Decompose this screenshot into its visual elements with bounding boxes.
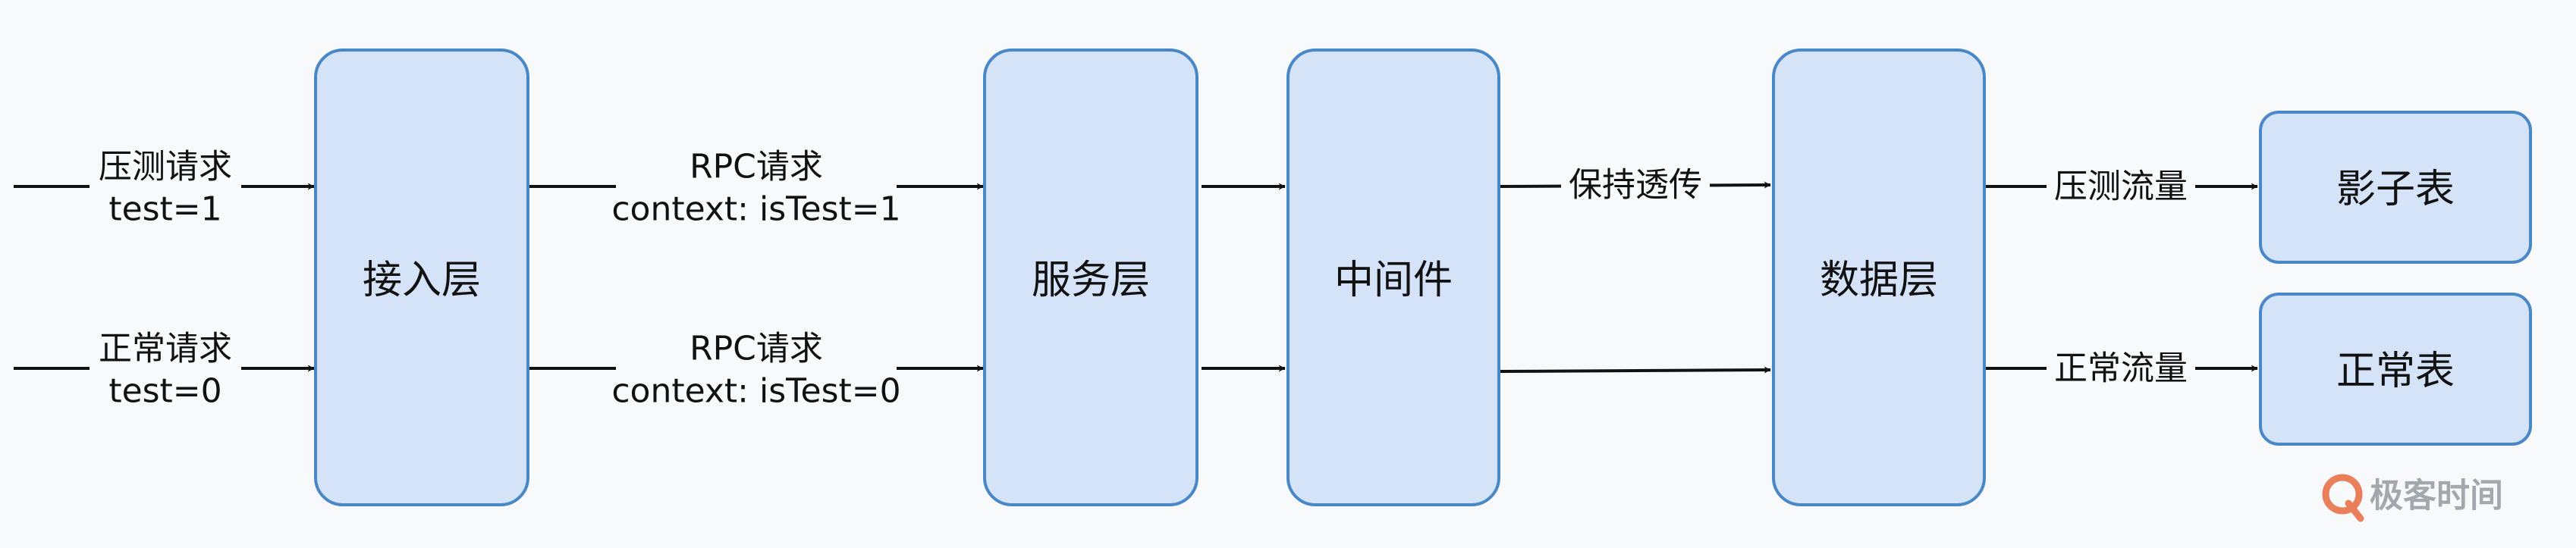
rpc-stress-label: RPC请求 (690, 148, 823, 186)
stress-request-param: test=1 (108, 190, 221, 229)
shadow-table-label: 影子表 (2336, 167, 2455, 212)
rpc-normal-label: RPC请求 (690, 330, 823, 368)
rpc-normal-context: context: isTest=0 (611, 372, 900, 411)
normal-table-label: 正常表 (2336, 349, 2455, 394)
node-normal-table: 正常表 (2259, 293, 2532, 446)
node-shadow-table: 影子表 (2259, 111, 2532, 264)
node-service-layer: 服务层 (983, 49, 1198, 506)
stress-request-label: 压测请求 (99, 148, 232, 186)
edge-keep-passthrough: 保持透传 (1500, 164, 1771, 206)
edge-stress-traffic: 压测流量 (1986, 165, 2258, 208)
keep-passthrough-label: 保持透传 (1569, 166, 1702, 205)
edge-middleware-to-data-normal (1500, 366, 1771, 374)
stress-traffic-label: 压测流量 (2054, 168, 2188, 206)
node-access-layer: 接入层 (314, 49, 529, 506)
watermark: 极客时间 (2322, 474, 2503, 522)
service-layer-label: 服务层 (1032, 258, 1150, 303)
normal-traffic-label: 正常流量 (2054, 349, 2188, 388)
edge-stress-request: 压测请求 test=1 (14, 141, 315, 232)
rpc-stress-context: context: isTest=1 (611, 190, 900, 229)
edge-normal-request: 正常请求 test=0 (14, 323, 315, 414)
edge-normal-traffic: 正常流量 (1986, 347, 2258, 390)
node-data-layer: 数据层 (1772, 49, 1986, 506)
access-layer-label: 接入层 (363, 258, 481, 303)
edge-rpc-stress: RPC请求 context: isTest=1 (529, 141, 984, 232)
edge-rpc-normal: RPC请求 context: isTest=0 (529, 323, 984, 414)
geektime-logo-icon (2322, 474, 2364, 522)
normal-request-param: test=0 (108, 372, 221, 411)
node-middleware: 中间件 (1286, 49, 1500, 506)
watermark-text: 极客时间 (2370, 477, 2503, 515)
normal-request-label: 正常请求 (99, 330, 232, 368)
data-layer-label: 数据层 (1820, 258, 1938, 303)
middleware-label: 中间件 (1334, 258, 1453, 303)
